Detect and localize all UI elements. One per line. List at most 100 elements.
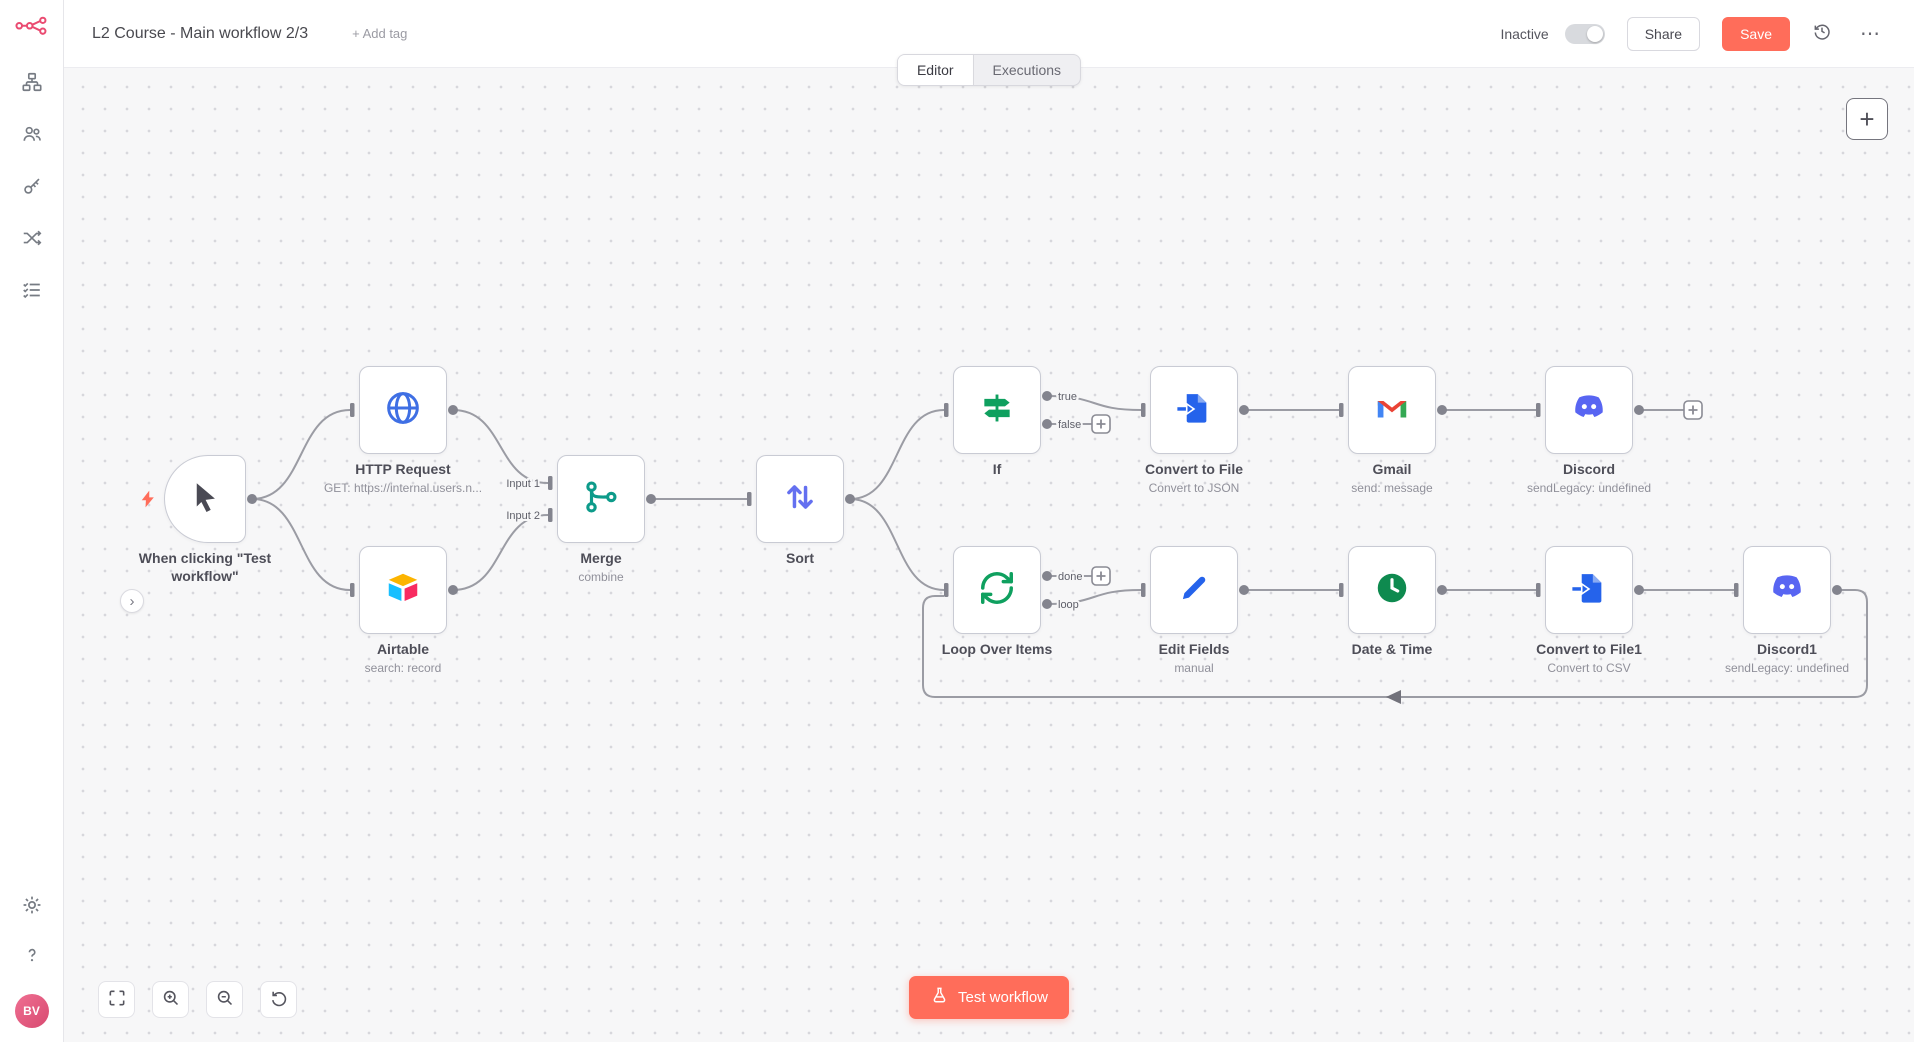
- loop-icon: [978, 569, 1016, 612]
- expand-panel-button[interactable]: ›: [120, 589, 144, 613]
- output-port[interactable]: [1239, 405, 1249, 415]
- user-avatar[interactable]: BV: [14, 994, 49, 1028]
- input-port[interactable]: [1339, 403, 1344, 417]
- output-port[interactable]: [1239, 585, 1249, 595]
- input-port[interactable]: [944, 583, 949, 597]
- output-port[interactable]: [1042, 391, 1052, 401]
- input-port[interactable]: [1734, 583, 1739, 597]
- input-port[interactable]: [1141, 583, 1146, 597]
- node-box[interactable]: [1545, 546, 1633, 634]
- share-button[interactable]: Share: [1626, 16, 1701, 51]
- input-port[interactable]: [548, 508, 553, 522]
- output-port[interactable]: [1042, 419, 1052, 429]
- n8n-logo-icon[interactable]: [14, 14, 49, 41]
- history-button[interactable]: [1806, 18, 1838, 50]
- node-box[interactable]: [1743, 546, 1831, 634]
- add-connected-node-button[interactable]: [1091, 566, 1111, 586]
- add-connected-node-button[interactable]: [1091, 414, 1111, 434]
- output-port[interactable]: [1042, 599, 1052, 609]
- add-node-button[interactable]: +: [1846, 98, 1888, 140]
- node-box[interactable]: [557, 455, 645, 543]
- reset-zoom-button[interactable]: [260, 981, 297, 1018]
- workflow-node-if[interactable]: If: [953, 366, 1041, 477]
- workflow-title[interactable]: L2 Course - Main workflow 2/3: [92, 24, 309, 42]
- input-port[interactable]: [350, 403, 355, 417]
- edge-sort-if[interactable]: [849, 409, 945, 500]
- add-connected-node-button[interactable]: [1683, 400, 1703, 420]
- node-box[interactable]: [1150, 366, 1238, 454]
- activation-toggle[interactable]: [1564, 23, 1605, 44]
- node-box[interactable]: [756, 455, 844, 543]
- output-port[interactable]: [1437, 585, 1447, 595]
- input-port[interactable]: [350, 583, 355, 597]
- sidebar-item-templates[interactable]: [19, 123, 45, 149]
- sidebar-item-help[interactable]: [19, 944, 45, 970]
- workflow-node-sort[interactable]: Sort: [756, 455, 844, 566]
- node-box[interactable]: [359, 546, 447, 634]
- file-export-icon: [1570, 569, 1608, 612]
- executions-list-icon: [21, 279, 43, 306]
- output-port[interactable]: [1437, 405, 1447, 415]
- zoom-in-button[interactable]: [152, 981, 189, 1018]
- more-options-button[interactable]: ⋯: [1854, 18, 1886, 50]
- node-box[interactable]: [953, 546, 1041, 634]
- output-port[interactable]: [1042, 571, 1052, 581]
- output-port[interactable]: [448, 585, 458, 595]
- node-box[interactable]: [1348, 366, 1436, 454]
- input-port[interactable]: [1536, 583, 1541, 597]
- workflow-node-datetime[interactable]: Date & Time: [1348, 546, 1436, 657]
- node-box[interactable]: [359, 366, 447, 454]
- workflow-node-trigger[interactable]: When clicking "Test workflow": [139, 455, 271, 584]
- output-port[interactable]: [247, 494, 257, 504]
- edge-trigger-airtable[interactable]: [251, 498, 351, 591]
- test-workflow-button[interactable]: Test workflow: [908, 976, 1070, 1019]
- input-port[interactable]: [747, 492, 752, 506]
- edge-loop-edit_fields[interactable]: [1046, 589, 1142, 605]
- output-port[interactable]: [1634, 405, 1644, 415]
- sidebar-item-credentials[interactable]: [19, 175, 45, 201]
- zoom-out-button[interactable]: [206, 981, 243, 1018]
- output-port[interactable]: [646, 494, 656, 504]
- node-box[interactable]: [953, 366, 1041, 454]
- edge-sort-loop[interactable]: [849, 498, 945, 591]
- node-box[interactable]: [1545, 366, 1633, 454]
- add-tag-button[interactable]: + Add tag: [352, 26, 408, 41]
- fit-view-button[interactable]: [98, 981, 135, 1018]
- workflow-node-loop[interactable]: Loop Over Items: [942, 546, 1052, 657]
- edge-http-merge[interactable]: [452, 409, 549, 484]
- input-port[interactable]: [1141, 403, 1146, 417]
- input-port[interactable]: [548, 476, 553, 490]
- edge-airtable-merge[interactable]: [452, 514, 549, 591]
- node-box[interactable]: [1348, 546, 1436, 634]
- output-port[interactable]: [1634, 585, 1644, 595]
- output-port[interactable]: [448, 405, 458, 415]
- save-button[interactable]: Save: [1722, 16, 1790, 51]
- node-box[interactable]: [164, 455, 246, 543]
- input-port[interactable]: [944, 403, 949, 417]
- sidebar-item-executions[interactable]: [19, 279, 45, 305]
- edge-if-convert_json[interactable]: [1046, 395, 1142, 411]
- tab-editor[interactable]: Editor: [897, 55, 974, 85]
- output-port[interactable]: [845, 494, 855, 504]
- sidebar-item-variables[interactable]: [19, 227, 45, 253]
- input-port[interactable]: [1536, 403, 1541, 417]
- node-box[interactable]: [1150, 546, 1238, 634]
- sidebar-item-workflows[interactable]: [19, 71, 45, 97]
- tab-executions[interactable]: Executions: [992, 62, 1062, 78]
- edge-trigger-http[interactable]: [251, 409, 351, 500]
- output-port[interactable]: [1832, 585, 1842, 595]
- activation-status-label: Inactive: [1500, 25, 1549, 42]
- input-port[interactable]: [1339, 583, 1344, 597]
- reset-zoom-icon: [269, 988, 289, 1011]
- sidebar-item-settings[interactable]: [19, 894, 45, 920]
